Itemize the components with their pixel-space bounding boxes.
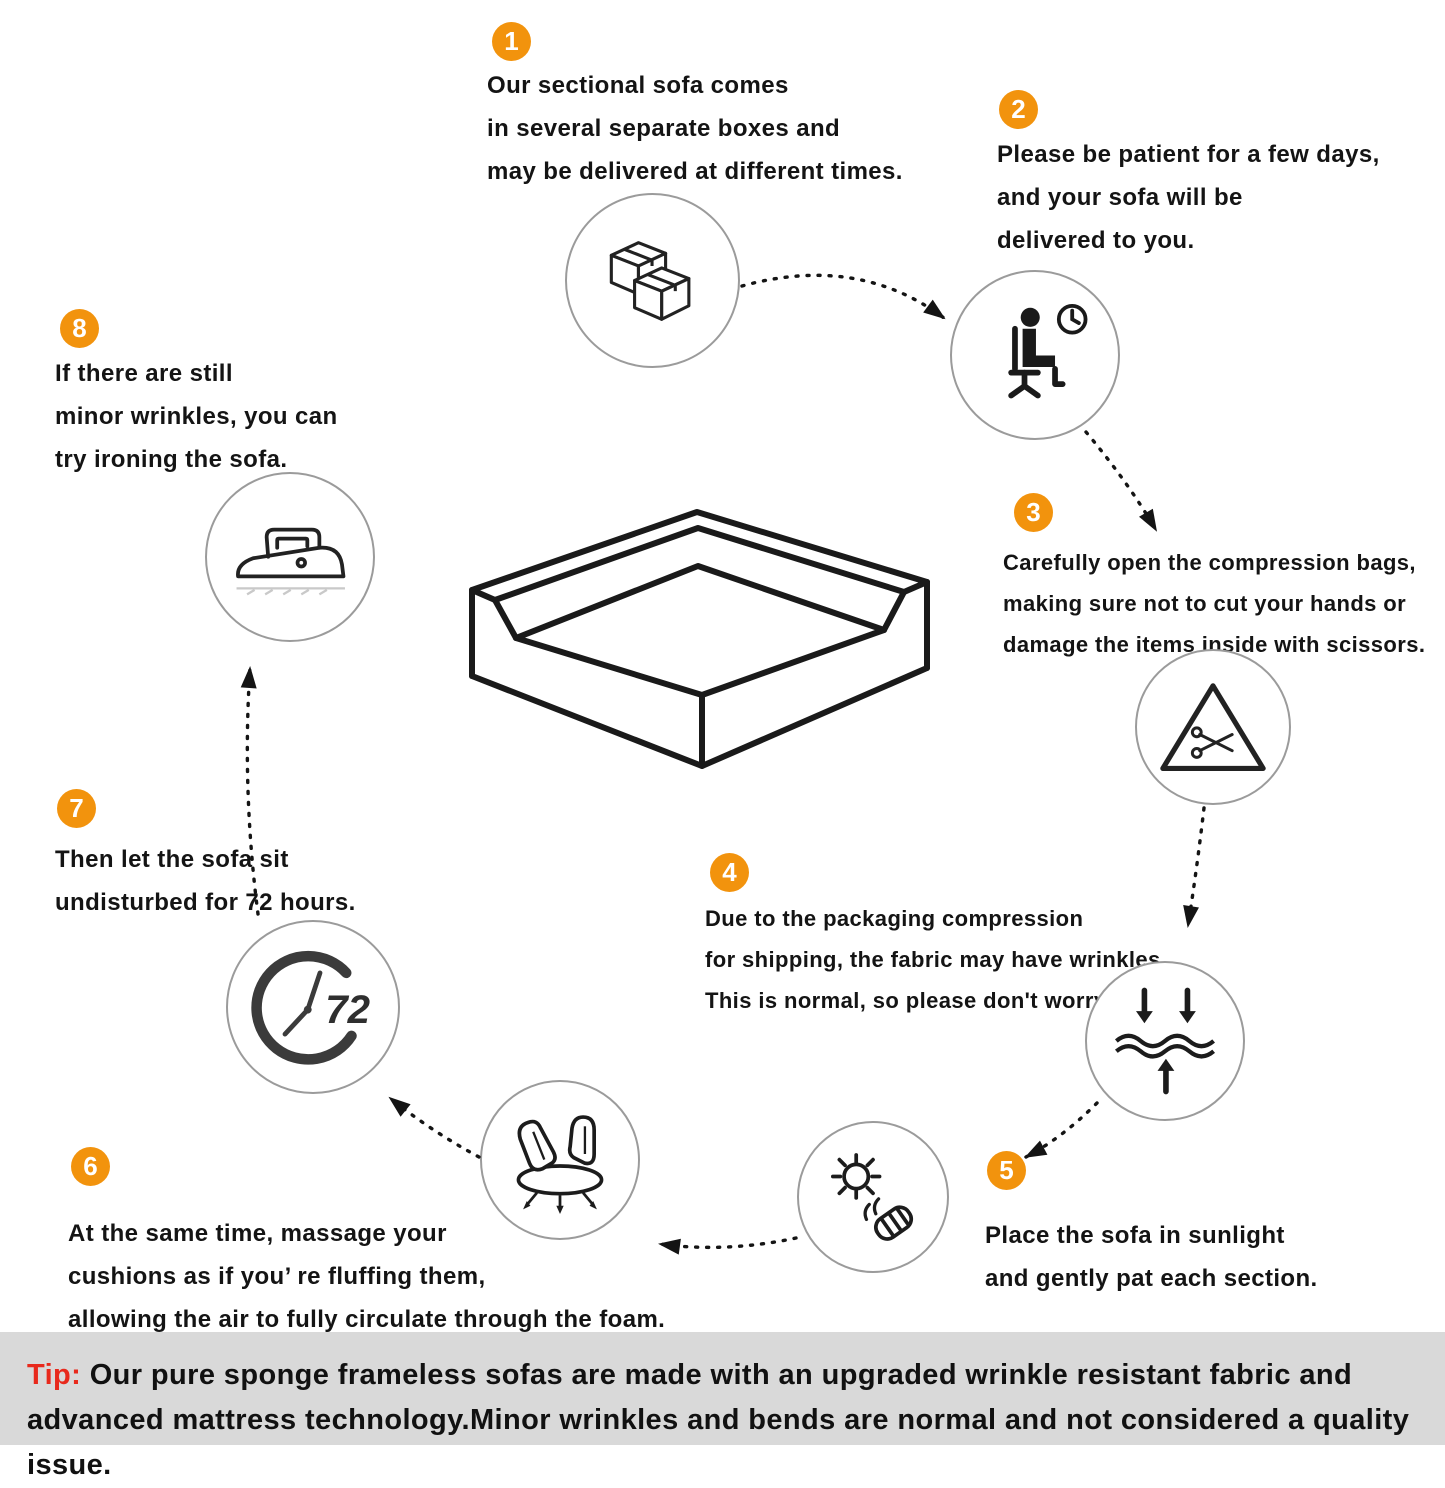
arrow-step4-to-step5 [1024, 1101, 1099, 1159]
massage-cushion-icon [516, 1115, 604, 1214]
step-3-number: 3 [1014, 493, 1053, 532]
person-waiting-circle [950, 270, 1120, 440]
text-line: If there are still [55, 360, 233, 387]
step-6-text: At the same time, massage your cushions … [68, 1212, 665, 1341]
text-line: Due to the packaging compression [705, 906, 1084, 931]
text-line: Please be patient for a few days, [997, 141, 1380, 168]
text-line: try ironing the sofa. [55, 446, 288, 473]
scissors-warning-icon [1160, 682, 1266, 771]
step-7-text: Then let the sofa sit undisturbed for 72… [55, 838, 356, 924]
text-line: for shipping, the fabric may have wrinkl… [705, 947, 1168, 972]
text-line: may be delivered at different times. [487, 158, 903, 185]
sofa-care-instructions-page: { "colors": { "accent": "#F2930D", "tip_… [0, 22, 1445, 1481]
text-line: Place the sofa in sunlight [985, 1222, 1285, 1249]
arrow-step2-to-step3 [1084, 430, 1158, 532]
arrow-step6-to-step7 [388, 1096, 481, 1159]
arrow-step3-to-step4 [1183, 806, 1206, 928]
fabric-compression-icon [1114, 987, 1216, 1095]
step-2-text: Please be patient for a few days, and yo… [997, 133, 1380, 262]
tip-text: Our pure sponge frameless sofas are made… [27, 1359, 1410, 1481]
step-1-text: Our sectional sofa comes in several sepa… [487, 64, 903, 193]
text-line: in several separate boxes and [487, 115, 841, 142]
arrow-step5-to-step6 [658, 1236, 798, 1255]
step-6-number: 6 [71, 1147, 110, 1186]
text-line: and gently pat each section. [985, 1265, 1318, 1292]
text-line: delivered to you. [997, 227, 1195, 254]
text-line: and your sofa will be [997, 184, 1243, 211]
step-2-number: 2 [999, 90, 1038, 129]
person-waiting-clock-icon [1008, 303, 1088, 398]
arrow-step1-to-step2 [740, 273, 946, 320]
clock-72-circle: 72 [226, 920, 400, 1094]
step-8-text: If there are still minor wrinkles, you c… [55, 352, 338, 481]
scissors-warning-circle [1135, 649, 1291, 805]
massage-cushion-circle [480, 1080, 640, 1240]
step-4-text: Due to the packaging compression for shi… [705, 898, 1167, 1021]
clock-hours-label: 72 [325, 987, 370, 1032]
text-line: Our sectional sofa comes [487, 72, 789, 99]
shipping-boxes-icon [609, 240, 690, 321]
text-line: Carefully open the compression bags, [1003, 550, 1416, 575]
text-line: At the same time, massage your [68, 1220, 447, 1247]
step-4-number: 4 [710, 853, 749, 892]
text-line: allowing the air to fully circulate thro… [68, 1306, 666, 1333]
step-7-number: 7 [57, 789, 96, 828]
text-line: undisturbed for 72 hours. [55, 889, 356, 916]
text-line: Then let the sofa sit [55, 846, 289, 873]
shipping-boxes-circle [565, 193, 740, 368]
sunlight-pat-circle [797, 1121, 949, 1273]
step-8-number: 8 [60, 309, 99, 348]
text-line: making sure not to cut your hands or [1003, 591, 1407, 616]
step-3-text: Carefully open the compression bags, mak… [1003, 542, 1425, 665]
text-line: cushions as if you’ re fluffing them, [68, 1263, 486, 1290]
step-5-text: Place the sofa in sunlight and gently pa… [985, 1214, 1318, 1300]
tip-bar: Tip: Our pure sponge frameless sofas are… [0, 1332, 1445, 1481]
text-line: This is normal, so please don't worry. [705, 988, 1112, 1013]
sunlight-pat-icon [831, 1153, 914, 1241]
tip-label: Tip: [27, 1359, 82, 1391]
iron-icon [236, 527, 346, 595]
iron-circle [205, 472, 375, 642]
fabric-compression-circle [1085, 961, 1245, 1121]
clock-72-hours-icon: 72 [251, 950, 370, 1065]
corner-sofa-illustration [469, 509, 930, 769]
step-5-number: 5 [987, 1151, 1026, 1190]
text-line: minor wrinkles, you can [55, 403, 338, 430]
step-1-number: 1 [492, 22, 531, 61]
